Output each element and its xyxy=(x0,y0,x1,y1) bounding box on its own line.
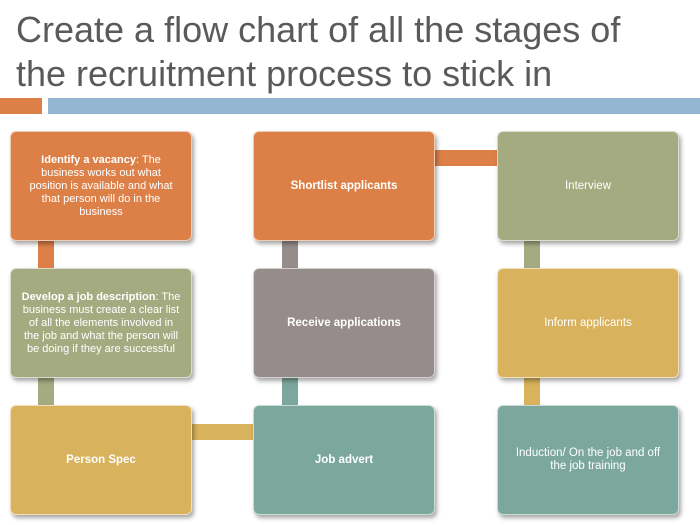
stage-inform-applicants: Inform applicants xyxy=(497,268,679,378)
accent-bar-orange xyxy=(0,98,42,114)
stage-induction: Induction/ On the job and off the job tr… xyxy=(497,405,679,515)
stage-shortlist-applicants-label: Shortlist applicants xyxy=(290,179,398,192)
connector-job-advert-receive xyxy=(282,378,298,406)
stage-job-advert: Job advert xyxy=(253,405,435,515)
stage-interview: Interview xyxy=(497,131,679,241)
title-line-1: Create a flow chart of all the stages of xyxy=(16,9,621,50)
slide-title: Create a flow chart of all the stages of… xyxy=(16,8,696,96)
stage-identify-vacancy-text: Identify a vacancy: The business works o… xyxy=(29,153,173,218)
connector-person-spec-job-advert xyxy=(190,424,256,440)
accent-bar-blue xyxy=(48,98,700,114)
connector-identify-develop xyxy=(38,238,54,270)
stage-develop-job-description-text: Develop a job description: The business … xyxy=(21,290,181,355)
connector-receive-shortlist xyxy=(282,238,298,270)
stage-receive-applications-label: Receive applications xyxy=(287,316,401,329)
stage-interview-label: Interview xyxy=(564,179,612,192)
connector-interview-inform xyxy=(524,238,540,270)
stage-receive-applications: Receive applications xyxy=(253,268,435,378)
stage-job-advert-label: Job advert xyxy=(314,453,374,466)
connector-develop-person-spec xyxy=(38,376,54,406)
stage-identify-vacancy: Identify a vacancy: The business works o… xyxy=(10,131,192,241)
stage-person-spec: Person Spec xyxy=(10,405,192,515)
stage-inform-applicants-label: Inform applicants xyxy=(544,316,632,329)
connector-shortlist-interview xyxy=(434,150,500,166)
stage-shortlist-applicants: Shortlist applicants xyxy=(253,131,435,241)
title-line-2: the recruitment process to stick in xyxy=(16,53,553,94)
stage-induction-label: Induction/ On the job and off the job tr… xyxy=(515,447,661,472)
stage-develop-job-description: Develop a job description: The business … xyxy=(10,268,192,378)
stage-person-spec-label: Person Spec xyxy=(66,453,136,466)
connector-inform-induction xyxy=(524,376,540,406)
